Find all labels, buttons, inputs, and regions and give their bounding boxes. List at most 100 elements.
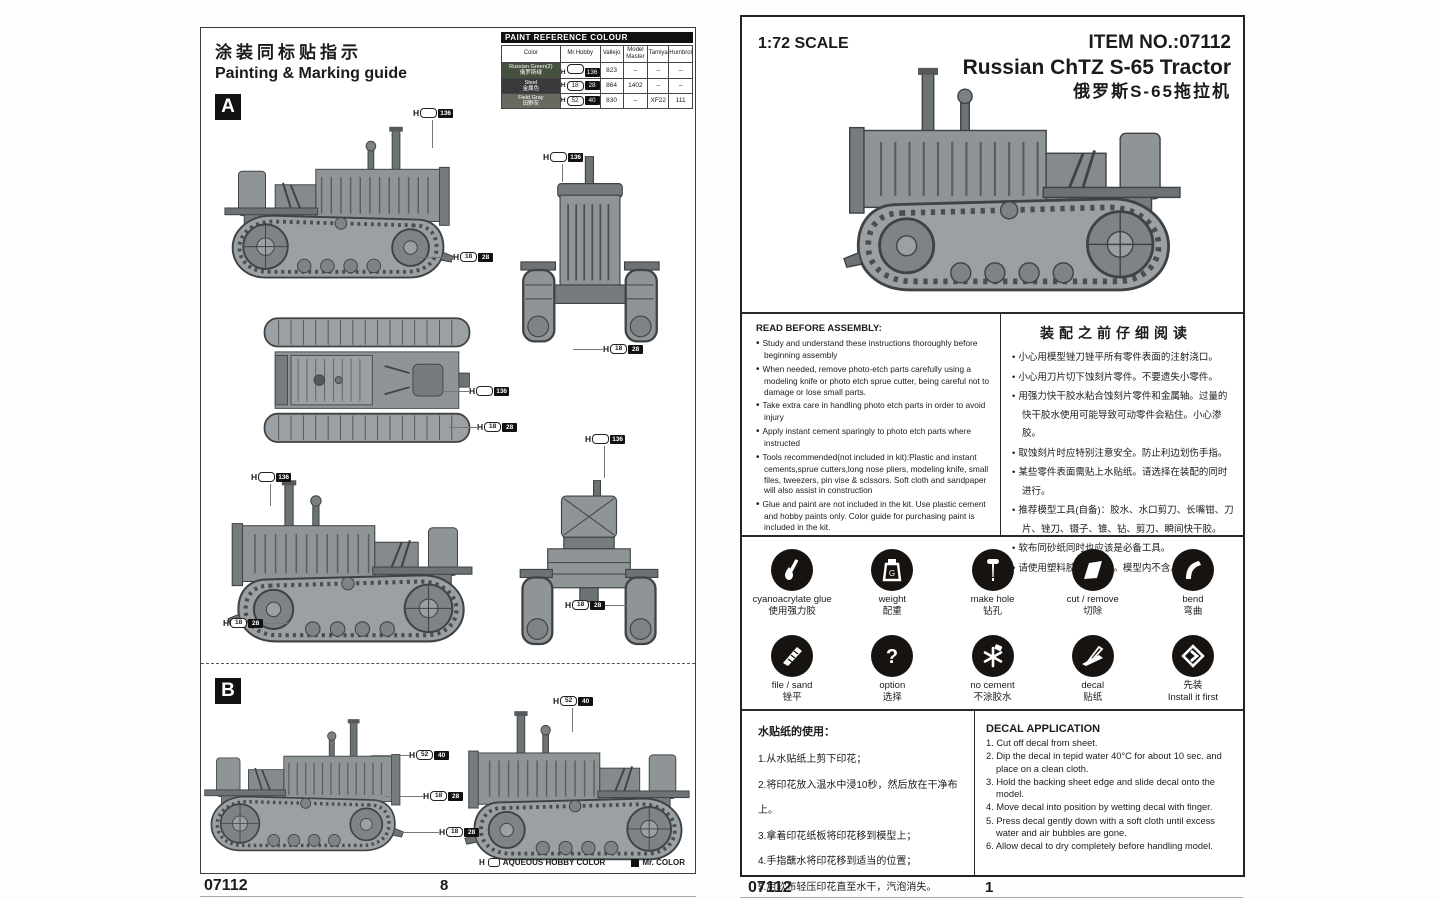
decal-instructions-cn: 水贴纸的使用： 1.从水贴纸上剪下印花；2.将印花放入温水中浸10秒，然后放在干… xyxy=(758,723,966,900)
vallejo-code: 823 xyxy=(599,61,624,79)
callout-leader xyxy=(604,446,605,478)
color-name: Field Gray xyxy=(518,94,544,101)
decal-list-cn: 1.从水贴纸上剪下印花；2.将印花放入温水中浸10秒，然后放在干净布上。3.拿着… xyxy=(758,747,966,900)
scale-label: 1:72 SCALE xyxy=(758,35,849,52)
col-vallejo: Vallejo xyxy=(599,45,624,63)
aqueous-box-icon xyxy=(487,858,500,867)
read-before-en: READ BEFORE ASSEMBLY: Study and understa… xyxy=(756,323,994,535)
decal-icon xyxy=(1071,635,1114,677)
callout-leader xyxy=(415,257,453,258)
vallejo-code: 830 xyxy=(599,92,624,109)
item-no: ITEM NO.:07112 xyxy=(1088,32,1231,53)
color-name: Steel xyxy=(524,79,538,86)
tamiya-code: – xyxy=(647,61,670,79)
list-item: 5.用软布轻压印花直至水干，汽泡消失。 xyxy=(758,881,937,893)
mrcolor-box-icon xyxy=(631,858,640,867)
callout-leader xyxy=(432,120,433,148)
section-a-badge: A xyxy=(215,94,241,120)
h-prefix: H xyxy=(560,68,566,76)
list-item: 软布同砂纸同时也应该是必备工具。 xyxy=(1018,540,1234,559)
svg-text:?: ? xyxy=(886,646,898,668)
list-item: 小心用刀片切下蚀刻片零件。不要遗失小零件。 xyxy=(1018,369,1234,388)
read-before-list-en: Study and understand these instructions … xyxy=(756,337,994,533)
modelmaster-code: – xyxy=(622,61,649,79)
col-humbrol: Humbrol xyxy=(668,45,693,63)
humbrol-code: – xyxy=(668,61,693,79)
paint-table-title: PAINT REFERENCE COLOUR xyxy=(501,32,693,43)
no-cement-icon xyxy=(971,635,1014,677)
left-footer-item-no: 07112 xyxy=(204,877,248,894)
install-it-first-icon xyxy=(1171,635,1214,677)
list-item: Study and understand these instructions … xyxy=(763,337,994,361)
list-item: 3. Hold the backing sheet edge and slide… xyxy=(986,776,1215,800)
vallejo-code: 864 xyxy=(599,77,624,94)
decal-divider xyxy=(974,709,975,875)
col-modelmaster: Model Master xyxy=(622,45,649,63)
section-rule xyxy=(742,709,1243,711)
callout-leader xyxy=(562,164,563,182)
callout-leader xyxy=(573,349,603,350)
painting-guide-title-en: Painting & Marking guide xyxy=(215,65,408,82)
aqueous-code xyxy=(566,63,584,74)
read-before-title-en: READ BEFORE ASSEMBLY: xyxy=(756,323,882,334)
list-item: 2. Dip the decal in tepid water 40°C for… xyxy=(986,751,1222,774)
h-prefix: H xyxy=(560,81,566,89)
list-item: 推荐模型工具(自备)：胶水、水口剪刀、长嘴钳、刀片、锉刀、镊子、锥、钻、剪刀、瞬… xyxy=(1018,502,1234,539)
tractor-cover-illustration xyxy=(797,65,1227,307)
aqueous-code: 18 xyxy=(566,80,584,91)
decal-title-en: DECAL APPLICATION xyxy=(986,723,1101,735)
left-bottom-rule xyxy=(200,896,696,897)
right-bottom-rule xyxy=(740,897,1243,898)
tractor-rear-view xyxy=(519,480,659,646)
color-name-cn: 田野灰 xyxy=(522,100,540,107)
list-item: 4. Move decal into position by wetting d… xyxy=(986,802,1213,813)
list-item: 3.拿着印花纸板将印花移到模型上； xyxy=(758,830,917,842)
make-hole-icon xyxy=(971,549,1014,591)
tractor-front-view xyxy=(519,156,661,343)
section-b-badge: B xyxy=(215,678,241,704)
callout-leader xyxy=(371,755,409,756)
tamiya-code: XF22 xyxy=(647,92,670,109)
callout-leader xyxy=(401,832,439,833)
h-prefix: H xyxy=(479,858,485,867)
kit-title-cn: 俄罗斯S-65拖拉机 xyxy=(1073,82,1231,101)
list-item: Take extra care in handling photo etch p… xyxy=(763,399,994,423)
color-name-cn: 金属色 xyxy=(522,85,540,92)
tractor-side-view-b2 xyxy=(463,709,691,862)
list-item: 4.手指蘸水将印花移到适当的位置； xyxy=(758,856,917,867)
aqueous-code: 52 xyxy=(566,95,584,106)
painting-guide-page: 涂装同标贴指示 Painting & Marking guide PAINT R… xyxy=(200,27,696,874)
paint-table-header-row: Color Mr.Hobby Vallejo Model Master Tami… xyxy=(501,45,693,63)
humbrol-code: 111 xyxy=(668,92,693,109)
list-item: Tools recommended(not included in kit):P… xyxy=(763,451,994,496)
read-before-list-cn: 小心用模型锉刀锉平所有零件表面的注射浇口。小心用刀片切下蚀刻片零件。不要遗失小零… xyxy=(1012,349,1234,578)
list-item: Glue and paint are not included in the k… xyxy=(763,498,994,533)
callout-leader xyxy=(605,605,627,606)
aqueous-brand-label: AQUEOUS HOBBY COLOR xyxy=(502,858,606,867)
tamiya-code: – xyxy=(647,77,670,94)
callout-leader xyxy=(385,796,423,797)
read-before-title-cn: 装配之前仔细阅读 xyxy=(1040,325,1192,341)
list-item: When needed, remove photo-etch parts car… xyxy=(763,363,994,398)
list-item: 2.将印花放入温水中浸10秒，然后放在干净布上。 xyxy=(758,779,958,817)
paint-reference-table: PAINT REFERENCE COLOUR Color Mr.Hobby Va… xyxy=(501,32,693,109)
col-mrhobby: Mr.Hobby xyxy=(559,45,601,63)
